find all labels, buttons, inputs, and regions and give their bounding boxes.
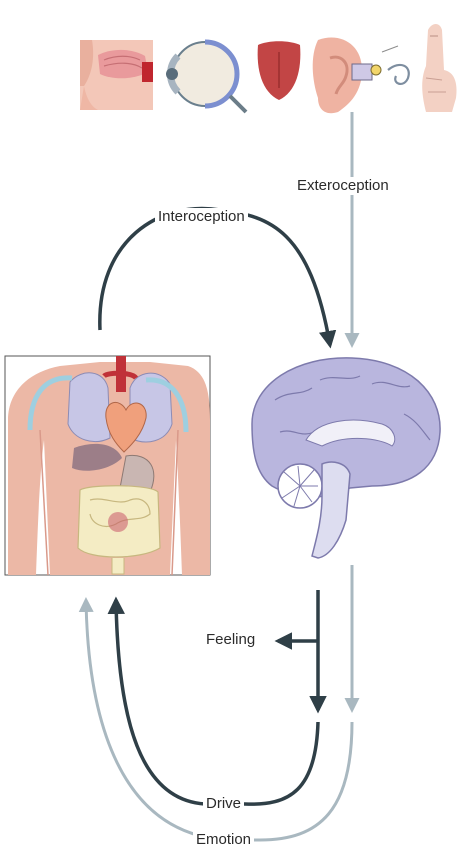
- finger-icon: [422, 24, 457, 112]
- tongue-icon: [257, 41, 301, 100]
- interoception-label: Interoception: [155, 208, 248, 226]
- ear-icon: [312, 37, 410, 114]
- emotion-label: Emotion: [193, 831, 255, 849]
- exteroception-label: Exteroception: [294, 177, 392, 195]
- brain-illustration: [251, 357, 441, 559]
- feeling-label: Feeling: [203, 631, 259, 649]
- eye-icon: [166, 39, 248, 114]
- drive-label: Drive: [203, 795, 245, 813]
- nose-icon: [80, 40, 153, 110]
- drive-arrow: [107, 596, 320, 806]
- body-organs-illustration: [4, 355, 211, 576]
- interoception-arrow: [98, 206, 337, 349]
